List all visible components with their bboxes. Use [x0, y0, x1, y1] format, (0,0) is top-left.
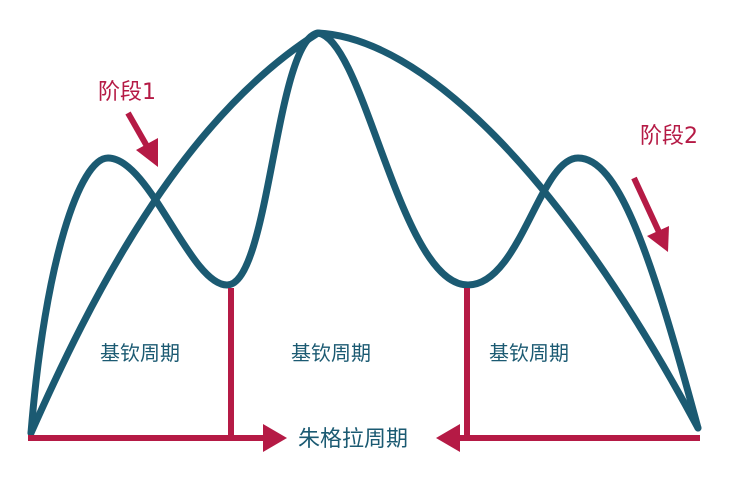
stage1-arrowhead	[136, 138, 158, 167]
kitchin-label-left: 基钦周期	[100, 341, 180, 365]
kitchin-cycle-curve	[27, 29, 702, 437]
kitchin-label-middle: 基钦周期	[291, 341, 371, 365]
stage2-arrow-shaft	[631, 176, 662, 234]
arrowhead-left	[436, 424, 460, 452]
stage1-label: 阶段1	[98, 80, 156, 105]
arrowhead-right	[263, 424, 287, 452]
stage1-arrow-shaft	[125, 111, 151, 150]
stage2-arrowhead	[647, 226, 669, 252]
kitchin-label-right: 基钦周期	[489, 341, 569, 365]
juglar-label: 朱格拉周期	[298, 427, 408, 452]
stage2-label: 阶段2	[640, 124, 698, 149]
